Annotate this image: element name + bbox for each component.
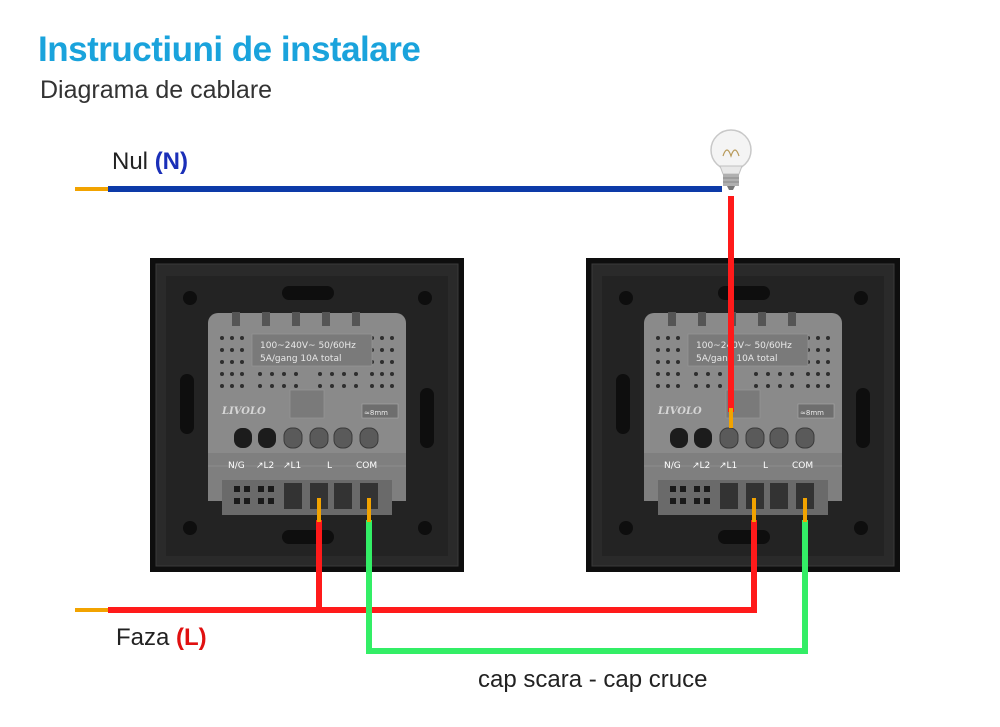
terminal-label-l1: ↗L1 [719,461,737,471]
terminal-label-l1: ↗L1 [283,461,301,471]
terminal-label-l: L [327,461,332,471]
terminal-label-ng: N/G [228,461,245,471]
size-mark: ≈8mm [800,409,824,417]
rating-line-1: 100~240V~ 50/60Hz [696,341,792,351]
terminal-label-l2: ↗L2 [692,461,710,471]
traveler-wire [366,498,808,654]
terminal-label-com: COM [792,461,813,471]
phase-text: Faza [116,624,170,651]
neutral-symbol: (N) [154,148,189,175]
neutral-label: Nul (N) [112,148,188,176]
neutral-text: Nul [112,148,149,175]
size-mark: ≈8mm [364,409,388,417]
brand-logo: LIVOLO [221,406,266,417]
light-bulb-icon [710,129,752,191]
terminal-label-l2: ↗L2 [256,461,274,471]
traveler-label: cap scara - cap cruce [478,666,708,693]
rating-line-2: 5A/gang 10A total [260,354,341,364]
terminal-label-com: COM [356,461,377,471]
terminal-label-ng: N/G [664,461,681,471]
page-title: Instructiuni de instalare [38,30,421,69]
page-subtitle: Diagrama de cablare [40,76,273,104]
switch-left: 100~240V~ 50/60Hz 5A/gang 10A total LIVO… [149,257,465,573]
terminal-label-l: L [763,461,768,471]
switch-right: 100~240V~ 50/60Hz 5A/gang 10A total LIVO… [585,257,901,573]
phase-wire [75,498,757,613]
phase-label: Faza (L) [116,624,207,652]
brand-logo: LIVOLO [657,406,702,417]
rating-line-1: 100~240V~ 50/60Hz [260,341,356,351]
phase-symbol: (L) [176,624,207,651]
rating-line-2: 5A/gang 10A total [696,354,777,364]
